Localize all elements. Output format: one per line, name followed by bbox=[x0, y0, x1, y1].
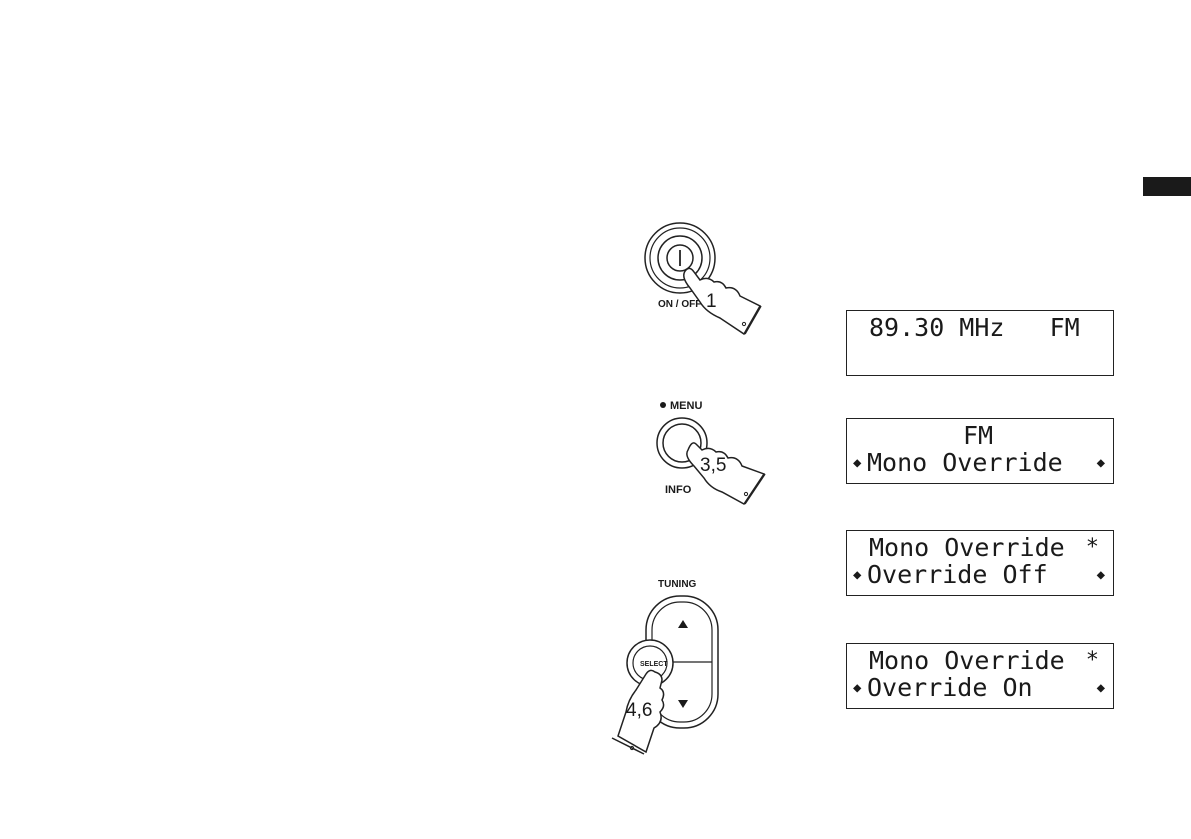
lcd-text: 89.30 MHz FM bbox=[869, 314, 1080, 342]
lcd-line-1: FM bbox=[847, 422, 1113, 450]
selected-star-icon: * bbox=[1086, 647, 1099, 675]
lcd-display-frequency: 89.30 MHz FM bbox=[846, 310, 1114, 376]
selected-star-icon: * bbox=[1086, 534, 1099, 562]
lcd-line-2: ◆ Override On ◆ bbox=[847, 674, 1113, 702]
on-off-label: ON / OFF bbox=[658, 299, 701, 310]
nav-left-arrow-icon: ◆ bbox=[853, 449, 861, 477]
lcd-display-override-off: Mono Override * ◆ Override Off ◆ bbox=[846, 530, 1114, 596]
menu-dot-icon bbox=[660, 402, 666, 408]
lcd-line-1: 89.30 MHz FM bbox=[847, 314, 1113, 342]
nav-left-arrow-icon: ◆ bbox=[853, 674, 861, 702]
lcd-text: Mono Override bbox=[869, 534, 1065, 562]
step-number-power: 1 bbox=[706, 291, 717, 312]
lcd-line-1: Mono Override * bbox=[847, 534, 1113, 562]
lcd-line-1: Mono Override * bbox=[847, 647, 1113, 675]
step-number-select: 4,6 bbox=[626, 700, 652, 721]
info-label: INFO bbox=[665, 484, 692, 496]
menu-label: MENU bbox=[670, 400, 702, 412]
tuning-label: TUNING bbox=[658, 579, 697, 590]
lcd-line-2: ◆ Override Off ◆ bbox=[847, 561, 1113, 589]
lcd-text: FM bbox=[963, 422, 993, 450]
lcd-text: Mono Override bbox=[867, 449, 1063, 477]
nav-right-arrow-icon: ◆ bbox=[1097, 561, 1105, 589]
nav-right-arrow-icon: ◆ bbox=[1097, 449, 1105, 477]
select-label: SELECT bbox=[640, 661, 668, 668]
nav-left-arrow-icon: ◆ bbox=[853, 561, 861, 589]
lcd-text: Override Off bbox=[867, 561, 1048, 589]
lcd-text: Mono Override bbox=[869, 647, 1065, 675]
lcd-display-override-on: Mono Override * ◆ Override On ◆ bbox=[846, 643, 1114, 709]
lcd-text: Override On bbox=[867, 674, 1033, 702]
lcd-line-2: ◆ Mono Override ◆ bbox=[847, 449, 1113, 477]
lcd-display-menu: FM ◆ Mono Override ◆ bbox=[846, 418, 1114, 484]
step-number-menu: 3,5 bbox=[700, 455, 726, 476]
nav-right-arrow-icon: ◆ bbox=[1097, 674, 1105, 702]
